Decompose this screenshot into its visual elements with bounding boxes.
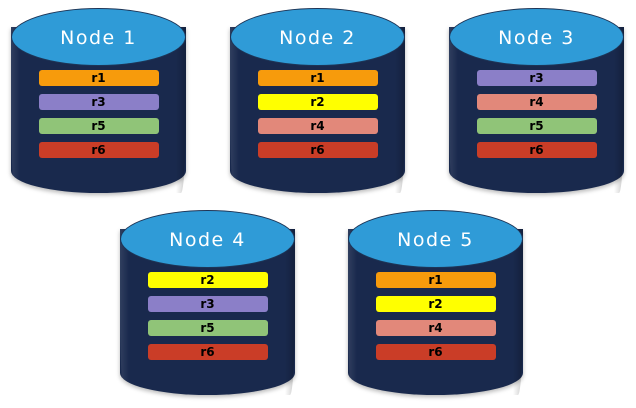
replica-label: r3	[529, 70, 544, 85]
node-title: Node 5	[397, 229, 474, 251]
replica-bar-r1[interactable]: r1	[375, 272, 496, 288]
cylinder-top-ellipse: Node 1	[11, 8, 186, 66]
replica-bar-r5[interactable]: r5	[38, 118, 159, 134]
node-title: Node 4	[169, 229, 246, 251]
replica-bar-r2[interactable]: r2	[257, 94, 378, 110]
replica-label: r5	[200, 320, 215, 335]
replica-bar-r4[interactable]: r4	[257, 118, 378, 134]
replica-bar-r4[interactable]: r4	[375, 320, 496, 336]
replica-bar-r2[interactable]: r2	[375, 296, 496, 312]
cylinder-top-ellipse: Node 2	[230, 8, 405, 66]
replica-bar-r3[interactable]: r3	[147, 296, 268, 312]
replica-label: r6	[200, 344, 215, 359]
replica-bar-r6[interactable]: r6	[38, 142, 159, 158]
database-node-1[interactable]: Node 1 r1 r3 r5 r6	[11, 8, 186, 193]
replica-bar-r4[interactable]: r4	[476, 94, 597, 110]
node-title: Node 3	[498, 27, 575, 49]
cylinder-top-ellipse: Node 5	[348, 210, 523, 268]
replica-label: r4	[428, 320, 443, 335]
replica-label: r6	[91, 142, 106, 157]
node-title: Node 2	[279, 27, 356, 49]
database-node-3[interactable]: Node 3 r3 r4 r5 r6	[449, 8, 624, 193]
replica-bar-r5[interactable]: r5	[476, 118, 597, 134]
replica-label: r6	[310, 142, 325, 157]
replica-list: r3 r4 r5 r6	[449, 70, 624, 158]
replica-label: r5	[91, 118, 106, 133]
replica-bar-r3[interactable]: r3	[476, 70, 597, 86]
replica-bar-r3[interactable]: r3	[38, 94, 159, 110]
replica-bar-r6[interactable]: r6	[147, 344, 268, 360]
replica-label: r6	[428, 344, 443, 359]
replica-label: r2	[310, 94, 325, 109]
replica-label: r4	[310, 118, 325, 133]
cylinder-top-ellipse: Node 3	[449, 8, 624, 66]
replica-bar-r6[interactable]: r6	[476, 142, 597, 158]
replica-bar-r1[interactable]: r1	[38, 70, 159, 86]
replica-list: r1 r3 r5 r6	[11, 70, 186, 158]
node-title: Node 1	[60, 27, 137, 49]
replica-label: r3	[200, 296, 215, 311]
replica-bar-r1[interactable]: r1	[257, 70, 378, 86]
replica-bar-r6[interactable]: r6	[375, 344, 496, 360]
replica-label: r2	[428, 296, 443, 311]
replica-label: r2	[200, 272, 215, 287]
database-node-4[interactable]: Node 4 r2 r3 r5 r6	[120, 210, 295, 395]
replica-bar-r5[interactable]: r5	[147, 320, 268, 336]
database-node-5[interactable]: Node 5 r1 r2 r4 r6	[348, 210, 523, 395]
replica-label: r5	[529, 118, 544, 133]
replica-label: r6	[529, 142, 544, 157]
replica-bar-r2[interactable]: r2	[147, 272, 268, 288]
database-node-2[interactable]: Node 2 r1 r2 r4 r6	[230, 8, 405, 193]
replica-label: r3	[91, 94, 106, 109]
replica-label: r4	[529, 94, 544, 109]
replica-list: r2 r3 r5 r6	[120, 272, 295, 360]
replica-list: r1 r2 r4 r6	[348, 272, 523, 360]
replica-label: r1	[91, 70, 106, 85]
replica-list: r1 r2 r4 r6	[230, 70, 405, 158]
replica-label: r1	[310, 70, 325, 85]
replica-bar-r6[interactable]: r6	[257, 142, 378, 158]
replica-label: r1	[428, 272, 443, 287]
cylinder-top-ellipse: Node 4	[120, 210, 295, 268]
